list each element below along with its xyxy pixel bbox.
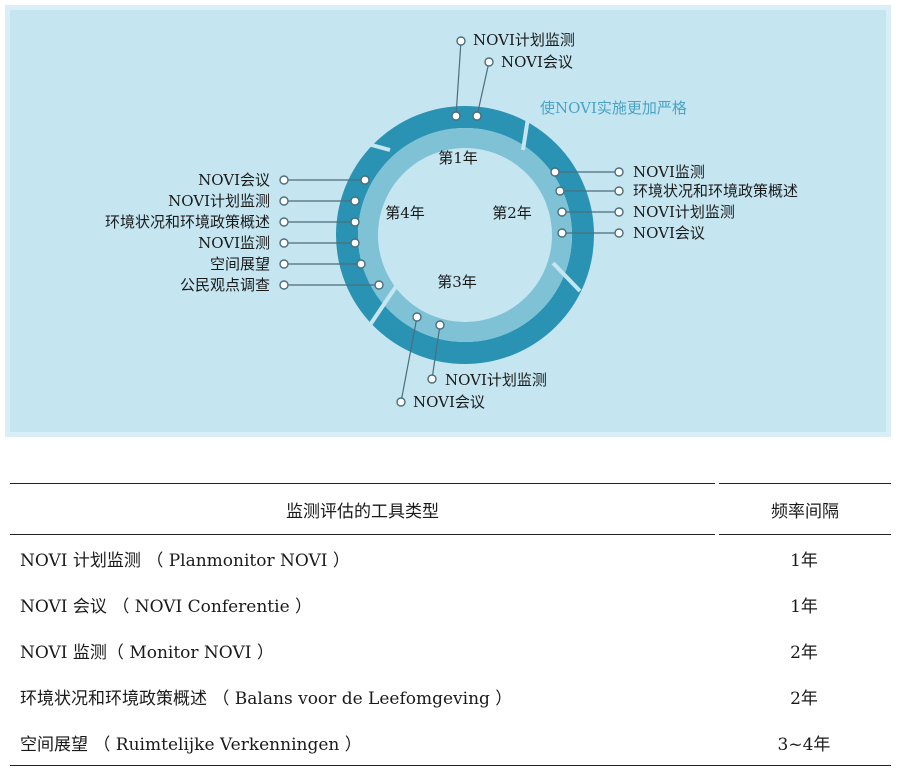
outer-ring <box>336 106 594 364</box>
y1-label-conference: NOVI会议 <box>501 53 573 71</box>
marker-y4-4-ring <box>356 259 366 269</box>
marker-y2-2-ring <box>557 207 567 217</box>
table-row: 空间展望 （ Ruimtelijke Verkenningen ） 3~4年 <box>10 719 891 766</box>
marker-y4-2-ring <box>350 217 360 227</box>
marker-y2-1-ring <box>555 186 565 196</box>
marker-y4-1-ring <box>350 196 360 206</box>
divider-y4-y1 <box>352 138 391 152</box>
marker-y4-1-outer <box>279 196 289 206</box>
marker-y3-1-outer <box>396 397 406 407</box>
highlight-label: 使NOVI实施更加严格 <box>540 99 687 117</box>
header-frequency: 频率间隔 <box>715 483 891 535</box>
cycle-diagram: 第1年 第2年 第3年 第4年 使NOVI实施更加严格 <box>5 5 891 437</box>
frequency-cell: 1年 <box>790 550 818 571</box>
marker-y3-0-outer <box>427 374 437 384</box>
marker-y4-2-outer <box>279 217 289 227</box>
table-row: NOVI 会议 （ NOVI Conferentie ） 1年 <box>10 581 891 627</box>
marker-y4-3-ring <box>350 238 360 248</box>
divider-y1-y2 <box>521 104 532 151</box>
y1-label-plan-monitor: NOVI计划监测 <box>473 31 575 49</box>
tool-frequency-table: 监测评估的工具类型 频率间隔 NOVI 计划监测 （ Planmonitor N… <box>10 483 891 766</box>
leader-y3-0 <box>431 324 441 380</box>
year-4-label: 第4年 <box>385 204 425 222</box>
y4-label-plan-monitor: NOVI计划监测 <box>168 192 270 210</box>
tool-cell: NOVI 计划监测 （ Planmonitor NOVI ） <box>20 550 350 571</box>
marker-y4-5-outer <box>279 280 289 290</box>
marker-y3-1-ring <box>412 312 422 322</box>
tool-cell: 环境状况和环境政策概述 （ Balans voor de Leefomgevin… <box>20 688 513 709</box>
marker-y4-4-outer <box>279 259 289 269</box>
y2-label-balance: 环境状况和环境政策概述 <box>633 182 798 200</box>
frequency-cell: 3~4年 <box>717 719 891 766</box>
marker-y4-0-ring <box>360 175 370 185</box>
cycle-diagram-svg: 第1年 第2年 第3年 第4年 使NOVI实施更加严格 <box>5 5 891 437</box>
table-row: 环境状况和环境政策概述 （ Balans voor de Leefomgevin… <box>10 673 891 719</box>
table-header-row: 监测评估的工具类型 频率间隔 <box>10 483 891 535</box>
marker-y1-1-outer <box>484 57 494 67</box>
marker-y4-5-ring <box>374 280 384 290</box>
year-3-label: 第3年 <box>437 273 477 291</box>
leader-y1-1 <box>476 61 490 117</box>
marker-y2-0-outer <box>614 167 624 177</box>
tool-cell: NOVI 监测（ Monitor NOVI ） <box>20 642 274 663</box>
segment-dividers <box>352 104 582 327</box>
marker-y1-1-ring <box>472 111 482 121</box>
y2-label-monitor: NOVI监测 <box>633 163 705 181</box>
marker-y1-0-outer <box>456 36 466 46</box>
table-row: NOVI 监测（ Monitor NOVI ） 2年 <box>10 627 891 673</box>
tool-cell: 空间展望 （ Ruimtelijke Verkenningen ） <box>10 719 717 766</box>
marker-y2-3-ring <box>557 228 567 238</box>
marker-y2-0-ring <box>550 167 560 177</box>
ring-center <box>379 149 551 321</box>
marker-y2-2-outer <box>614 207 624 217</box>
y3-label-conference: NOVI会议 <box>413 393 485 411</box>
year-1-label: 第1年 <box>438 149 478 167</box>
leader-y1-0 <box>455 40 462 117</box>
marker-y4-0-outer <box>279 175 289 185</box>
year-2-label: 第2年 <box>492 204 532 222</box>
y4-label-conference: NOVI会议 <box>198 171 270 189</box>
y4-label-balance: 环境状况和环境政策概述 <box>105 213 270 231</box>
marker-y1-0-ring <box>451 111 461 121</box>
leader-lines <box>284 40 619 403</box>
y4-label-spatial-outlook: 空间展望 <box>210 255 270 273</box>
frequency-cell: 2年 <box>790 688 818 709</box>
header-tool-type: 监测评估的工具类型 <box>10 483 717 535</box>
tool-cell: NOVI 会议 （ NOVI Conferentie ） <box>20 596 313 617</box>
marker-y3-0-ring <box>435 320 445 330</box>
divider-y2-y3 <box>551 261 582 293</box>
divider-y3-y4 <box>368 283 399 327</box>
marker-y2-3-outer <box>614 228 624 238</box>
table-row: NOVI 计划监测 （ Planmonitor NOVI ） 1年 <box>10 535 891 582</box>
leader-markers <box>279 36 624 407</box>
y4-label-monitor: NOVI监测 <box>198 234 270 252</box>
y4-label-citizen-survey: 公民观点调查 <box>180 276 270 294</box>
y2-label-conference: NOVI会议 <box>633 224 705 242</box>
marker-y4-3-outer <box>279 238 289 248</box>
marker-y2-1-outer <box>614 186 624 196</box>
leader-y3-1 <box>400 316 418 403</box>
y2-label-plan-monitor: NOVI计划监测 <box>633 203 735 221</box>
frequency-cell: 1年 <box>790 596 818 617</box>
frequency-cell: 2年 <box>790 642 818 663</box>
y3-label-plan-monitor: NOVI计划监测 <box>445 371 547 389</box>
